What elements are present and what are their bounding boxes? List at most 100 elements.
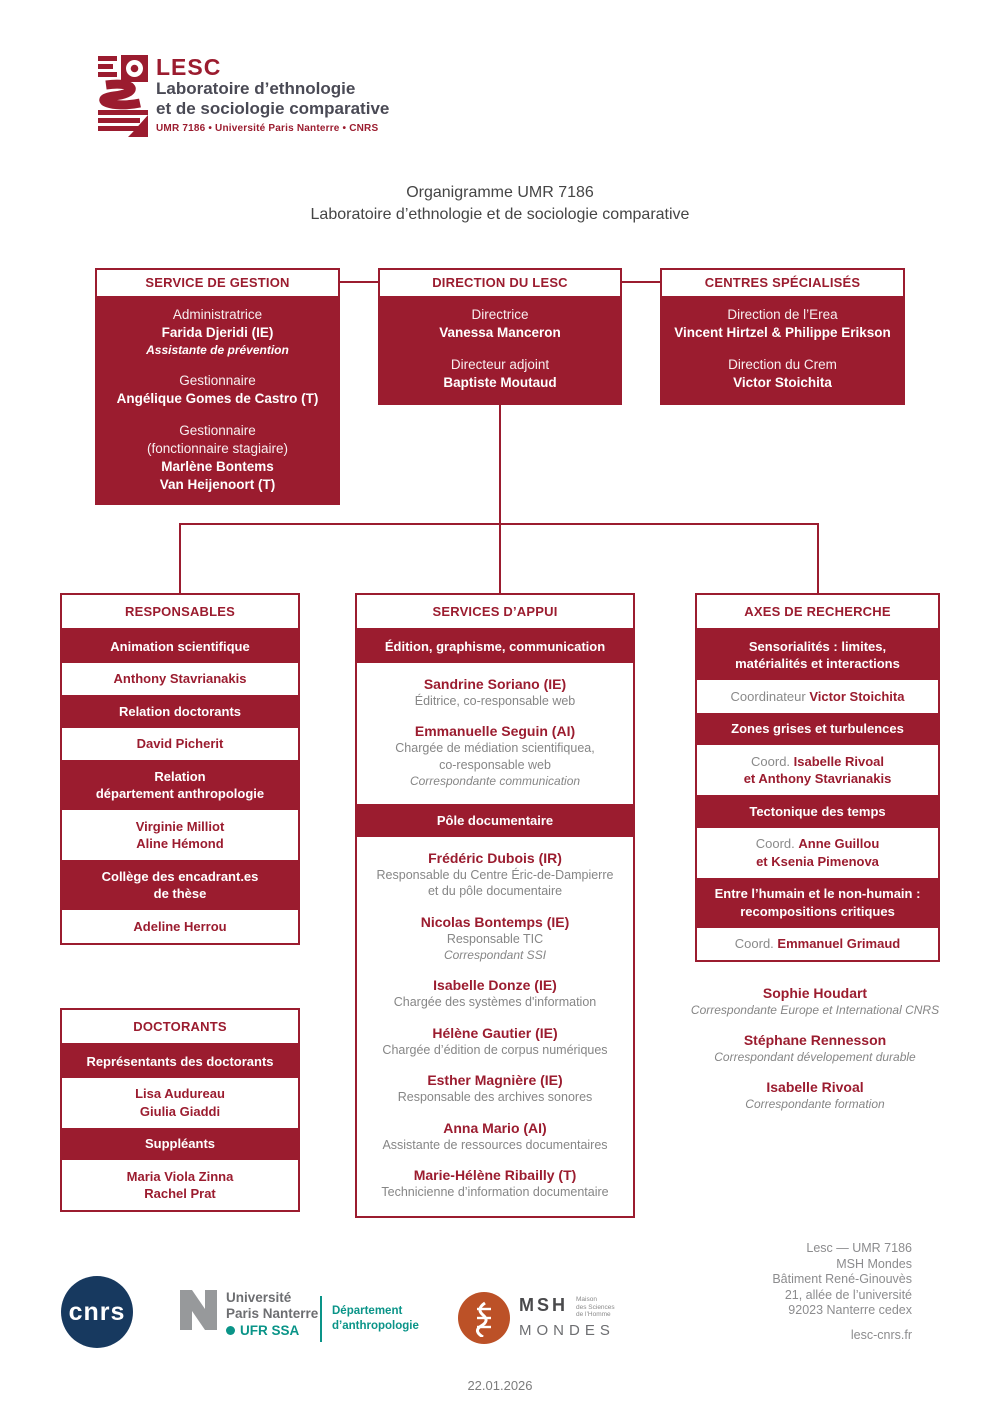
person-role: Correspondante formation — [745, 1097, 885, 1111]
connector-line — [499, 405, 501, 525]
person-name: Emmanuelle Seguin (AI) — [414, 723, 576, 739]
responsables-row: Relation doctorants — [62, 695, 298, 728]
person-name: Isabelle Donze (IE) — [433, 977, 557, 993]
person-name: Farida Djeridi (IE) — [161, 325, 274, 340]
person-note: Correspondante communication — [409, 774, 581, 788]
staff-entry: Frédéric Dubois (IR) Responsable du Cent… — [363, 849, 627, 900]
lesc-acronym: LESC — [156, 54, 222, 80]
person-role: Chargée des systèmes d'information — [393, 995, 597, 1009]
role-label: Gestionnaire (fonctionnaire stagiaire) — [146, 423, 289, 456]
responsables-row: Anthony Stavrianakis — [113, 671, 247, 686]
msh-acronym: MSH — [519, 1295, 568, 1315]
person-role: Responsable des archives sonores — [397, 1090, 593, 1104]
person-name: Nicolas Bontemps (IE) — [420, 913, 570, 930]
role-label: Directrice — [471, 307, 529, 322]
connector-line — [499, 523, 501, 595]
service-gestion-body: Administratrice Farida Djeridi (IE) Assi… — [95, 298, 340, 505]
correspondant-item: Stéphane Rennesson Correspondant dévelop… — [650, 1031, 980, 1065]
responsables-row: Relation département anthropologie — [62, 760, 298, 810]
person-name: Stéphane Rennesson — [743, 1032, 887, 1048]
responsables-row: Animation scientifique — [62, 630, 298, 663]
coord-prefix: Coord. — [734, 936, 778, 951]
correspondants-list: Sophie Houdart Correspondante Europe et … — [650, 984, 980, 1125]
staff-entry: Marie-Hélène Ribailly (T) Technicienne d… — [363, 1166, 627, 1201]
person-name: Isabelle Rivoal — [766, 1079, 864, 1095]
doctorants-box: DOCTORANTS Représentants des doctorants … — [60, 1008, 300, 1212]
axes-recherche-box: AXES DE RECHERCHE Sensorialités : limite… — [695, 593, 940, 962]
address-block: Lesc — UMR 7186 MSH Mondes Bâtiment René… — [772, 1241, 912, 1317]
axe-coordinator: Coordinateur Victor Stoichita — [697, 680, 938, 713]
centres-header: CENTRES SPÉCIALISÉS — [660, 268, 905, 298]
person-name: Hélène Gautier (IE) — [432, 1024, 558, 1041]
direction-body: Directrice Vanessa Manceron Directeur ad… — [378, 298, 622, 405]
nanterre-line3: UFR SSA — [226, 1322, 318, 1339]
connector-line — [179, 523, 181, 595]
axe-title: Entre l’humain et le non-humain : recomp… — [697, 877, 938, 928]
service-gestion-box: SERVICE DE GESTION Administratrice Farid… — [95, 268, 340, 505]
role-label: Directeur adjoint — [450, 357, 550, 372]
services-band-edition: Édition, graphisme, communication — [357, 630, 633, 663]
direction-header: DIRECTION DU LESC — [378, 268, 622, 298]
axe-title: Zones grises et turbulences — [697, 712, 938, 745]
document-date: 22.01.2026 — [467, 1378, 533, 1393]
role-label: Direction du Crem — [728, 357, 837, 372]
responsables-row: Virginie Milliot Aline Hémond — [135, 818, 225, 852]
nanterre-logo: Université Paris Nanterre UFR SSA — [180, 1290, 318, 1339]
dept-divider — [320, 1296, 322, 1342]
person-name: Baptiste Moutaud — [443, 375, 557, 390]
msh-logo-text: MSH Maison des Sciences de l’Homme MONDE… — [519, 1292, 615, 1340]
staff-entry: Esther Magnière (IE) Responsable des arc… — [363, 1071, 627, 1106]
website-url: lesc-cnrs.fr — [850, 1328, 912, 1342]
connector-line — [622, 281, 660, 283]
role-label: Administratrice — [172, 307, 263, 322]
person-role: Chargée d’édition de corpus numériques — [382, 1042, 608, 1057]
person-name: Vincent Hirtzel & Philippe Erikson — [674, 325, 891, 340]
staff-entry: Sandrine Soriano (IE) Éditrice, co-respo… — [363, 675, 627, 710]
person-role: Chargée de médiation scientifiquea, co-r… — [395, 741, 595, 772]
axe-title: Sensorialités : limites, matérialités et… — [697, 630, 938, 680]
staff-entry: Isabelle Donze (IE) Chargée des systèmes… — [363, 976, 627, 1011]
person-name: Esther Magnière (IE) — [427, 1072, 563, 1088]
responsables-row: Collège des encadrant.es de thèse — [62, 860, 298, 910]
centres-box: CENTRES SPÉCIALISÉS Direction de l’Erea … — [660, 268, 905, 405]
direction-box: DIRECTION DU LESC Directrice Vanessa Man… — [378, 268, 622, 405]
doctorants-row: Maria Viola Zinna Rachel Prat — [126, 1168, 234, 1202]
ufr-label: UFR SSA — [240, 1323, 300, 1338]
person-role: Correspondante Europe et International C… — [690, 1003, 940, 1017]
msh-logo-icon — [458, 1292, 510, 1344]
person-note: Correspondant SSI — [443, 948, 547, 962]
centres-body: Direction de l’Erea Vincent Hirtzel & Ph… — [660, 298, 905, 405]
person-name: Anna Mario (AI) — [443, 1119, 547, 1136]
cnrs-logo: cnrs — [61, 1276, 133, 1348]
correspondant-item: Sophie Houdart Correspondante Europe et … — [650, 984, 980, 1018]
person-role: Responsable TIC — [446, 931, 544, 946]
responsables-box: RESPONSABLES Animation scientifique Anth… — [60, 593, 300, 945]
connector-line — [817, 523, 819, 595]
msh-logo: MSH Maison des Sciences de l’Homme MONDE… — [458, 1292, 615, 1344]
lesc-logo-text: LESC Laboratoire d’ethnologie et de soci… — [156, 55, 389, 134]
responsables-row: David Picherit — [136, 736, 224, 751]
staff-entry: Anna Mario (AI) Assistante de ressources… — [363, 1119, 627, 1154]
person-name: Isabelle Rivoal et Anthony Stavrianakis — [743, 753, 892, 787]
role-label: Direction de l’Erea — [727, 307, 838, 322]
person-name: Vanessa Manceron — [439, 325, 561, 340]
person-name: Anne Guillou et Ksenia Pimenova — [756, 836, 880, 869]
nanterre-logo-text: Université Paris Nanterre UFR SSA — [226, 1290, 318, 1339]
person-role: Assistante de ressources documentaires — [382, 1137, 608, 1152]
services-band-documentaire: Pôle documentaire — [357, 804, 633, 837]
person-name: Sophie Houdart — [762, 985, 868, 1001]
axe-coordinator: Coord. Emmanuel Grimaud — [697, 928, 938, 961]
coord-prefix: Coord. — [755, 836, 799, 851]
nanterre-line1: Université — [226, 1290, 292, 1305]
msh-smallprint: Maison des Sciences de l’Homme — [576, 1296, 615, 1318]
nanterre-line2: Paris Nanterre — [226, 1306, 319, 1321]
doctorants-row: Représentants des doctorants — [62, 1045, 298, 1078]
person-name: Angélique Gomes de Castro (T) — [116, 391, 319, 406]
person-name: Marie-Hélène Ribailly (T) — [413, 1167, 577, 1183]
msh-word: MONDES — [519, 1321, 615, 1339]
connector-line — [340, 281, 378, 283]
nanterre-logo-icon — [180, 1290, 217, 1330]
person-role: Correspondant dévelopement durable — [714, 1050, 916, 1064]
person-name: Victor Stoichita — [809, 688, 905, 704]
person-role: Éditrice, co-responsable web — [414, 693, 576, 708]
